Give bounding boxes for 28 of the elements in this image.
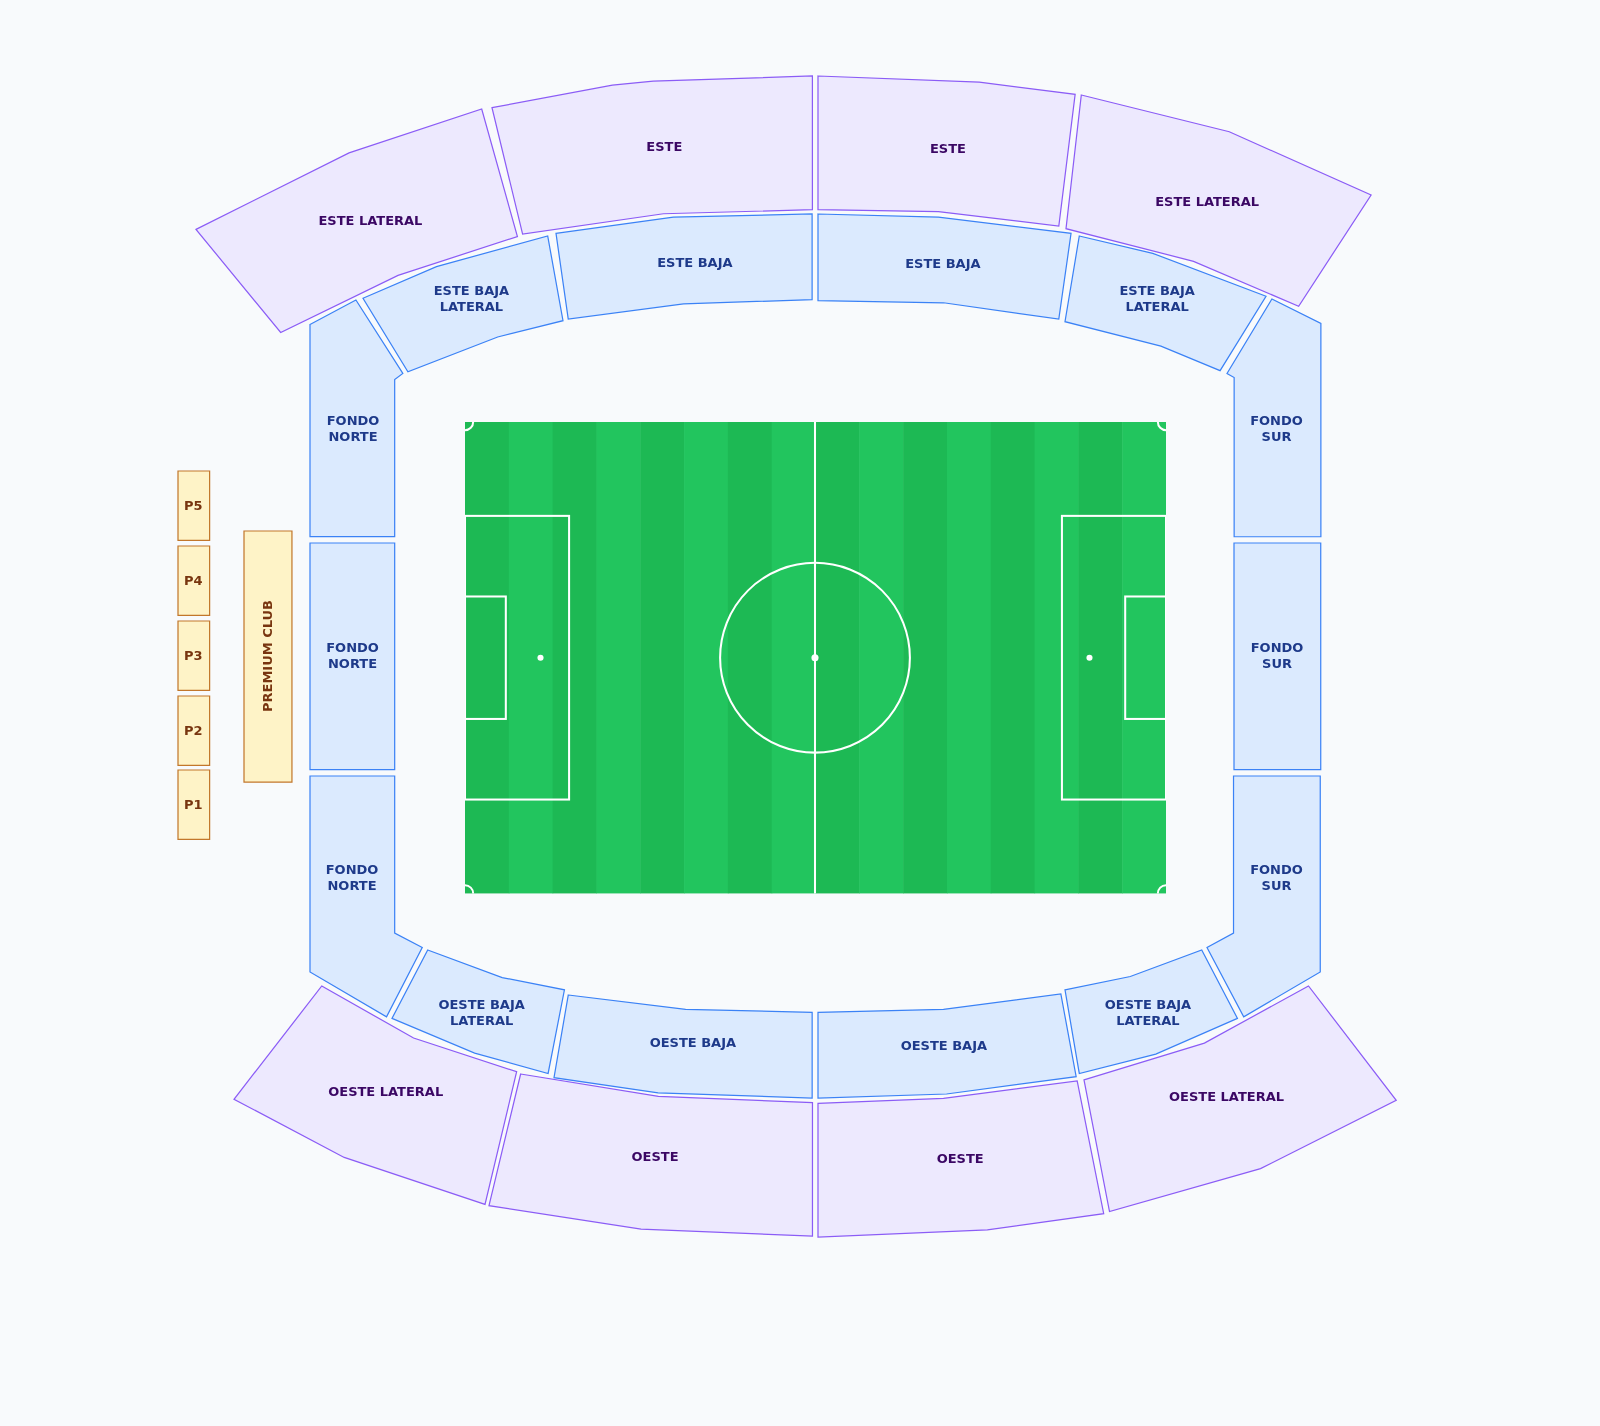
section-label: OESTE LATERAL [1169,1088,1284,1105]
section-label: ESTE LATERAL [1155,194,1260,211]
section-label: P2 [184,722,203,739]
section-label: ESTE BAJA LATERAL [432,282,511,315]
section-label: OESTE BAJA [900,1037,988,1054]
section-label: OESTE LATERAL [328,1083,444,1100]
section-label: OESTE BAJA LATERAL [1103,997,1193,1030]
section-label: OESTE [631,1149,679,1166]
section-label: P4 [184,572,203,589]
section-label: FONDO SUR [1249,640,1305,673]
section-label: FONDO NORTE [324,861,380,894]
section-label: P1 [184,797,203,814]
section-label: FONDO NORTE [325,412,381,445]
section-label: ESTE BAJA LATERAL [1118,282,1196,315]
section-label: ESTE [646,138,683,155]
section-label: FONDO SUR [1249,861,1304,894]
section-label: P5 [184,498,203,515]
section-label: OESTE BAJA LATERAL [437,997,526,1030]
section-label: ESTE BAJA [657,255,733,272]
section-label: ESTE [929,140,966,157]
section-label: OESTE BAJA [649,1034,737,1051]
section-label: FONDO NORTE [325,640,380,673]
section-label: ESTE BAJA [905,256,981,273]
section-label: OESTE [936,1151,984,1168]
section-label: ESTE LATERAL [318,213,423,230]
section-label: P3 [184,648,203,665]
section-label: FONDO SUR [1249,412,1304,445]
section-label: PREMIUM CLUB [259,600,276,713]
